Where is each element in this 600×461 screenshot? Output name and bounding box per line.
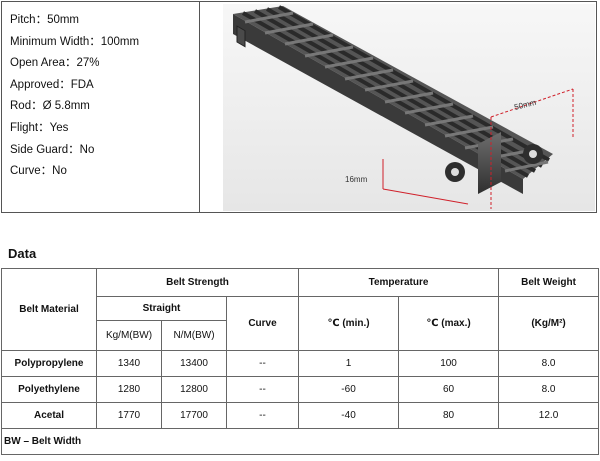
cell-kg: 1340 xyxy=(96,350,162,377)
cell-n: 17700 xyxy=(161,402,227,429)
dimension-lines xyxy=(382,88,574,209)
spec-open-area: Open Area：27% xyxy=(10,57,100,70)
table-row: Acetal 1770 17700 -- -40 80 12.0 xyxy=(1,402,600,429)
cell-material: Polypropylene xyxy=(1,350,97,377)
belt-product-image: 50mm 16mm xyxy=(223,4,595,211)
header-belt-material: Belt Material xyxy=(1,268,97,351)
header-weight-unit: (Kg/M²) xyxy=(498,296,600,351)
spec-curve: Curve：No xyxy=(10,165,67,178)
spec-pitch: Pitch：50mm xyxy=(10,14,80,26)
spec-divider xyxy=(199,2,200,212)
cell-temp-min: -60 xyxy=(298,376,400,403)
cell-weight: 8.0 xyxy=(498,376,600,403)
belt-body xyxy=(233,5,553,194)
header-belt-strength: Belt Strength xyxy=(95,268,300,297)
table-row: Polyethylene 1280 12800 -- -60 60 8.0 xyxy=(1,376,600,403)
cell-temp-max: 100 xyxy=(398,350,500,377)
header-curve: Curve xyxy=(225,296,300,351)
cell-temp-max: 60 xyxy=(398,376,500,403)
cell-material: Acetal xyxy=(1,402,97,429)
spec-list: Pitch：50mm Minimum Width：100mm Open Area… xyxy=(10,10,139,183)
section-title: Data xyxy=(8,246,37,261)
spec-panel: Pitch：50mm Minimum Width：100mm Open Area… xyxy=(1,1,597,213)
cell-material: Polyethylene xyxy=(1,376,97,403)
header-temperature: Temperature xyxy=(298,268,500,297)
cell-temp-max: 80 xyxy=(398,402,500,429)
cell-temp-min: 1 xyxy=(298,350,400,377)
cell-temp-min: -40 xyxy=(298,402,400,429)
spec-flight: Flight：Yes xyxy=(10,121,69,134)
header-temp-min: ℃ (min.) xyxy=(298,296,400,351)
belt-data-table: Belt Material Belt Strength Temperature … xyxy=(0,268,600,455)
cell-curve: -- xyxy=(225,402,300,429)
header-straight: Straight xyxy=(96,296,227,321)
spec-rod: Rod：Ø 5.8mm xyxy=(10,100,90,113)
cell-curve: -- xyxy=(225,350,300,377)
spec-minimum-width: Minimum Width：100mm xyxy=(10,35,140,48)
spec-side-guard: Side Guard：No xyxy=(10,143,95,156)
cell-kg: 1280 xyxy=(96,376,162,403)
cell-kg: 1770 xyxy=(96,402,162,429)
header-temp-max: ℃ (max.) xyxy=(398,296,500,351)
cell-weight: 12.0 xyxy=(498,402,600,429)
table-footnote: BW – Belt Width xyxy=(0,428,600,455)
table-row: Polypropylene 1340 13400 -- 1 100 8.0 xyxy=(1,350,600,377)
cell-n: 13400 xyxy=(161,350,227,377)
header-kg-m: Kg/M(BW) xyxy=(96,320,162,351)
header-n-m: N/M(BW) xyxy=(161,320,227,351)
spec-approved: Approved：FDA xyxy=(10,78,94,91)
cell-curve: -- xyxy=(225,376,300,403)
dimension-label-16mm: 16mm xyxy=(345,175,368,184)
cell-n: 12800 xyxy=(161,376,227,403)
header-belt-weight: Belt Weight xyxy=(498,268,600,297)
cell-weight: 8.0 xyxy=(498,350,600,377)
